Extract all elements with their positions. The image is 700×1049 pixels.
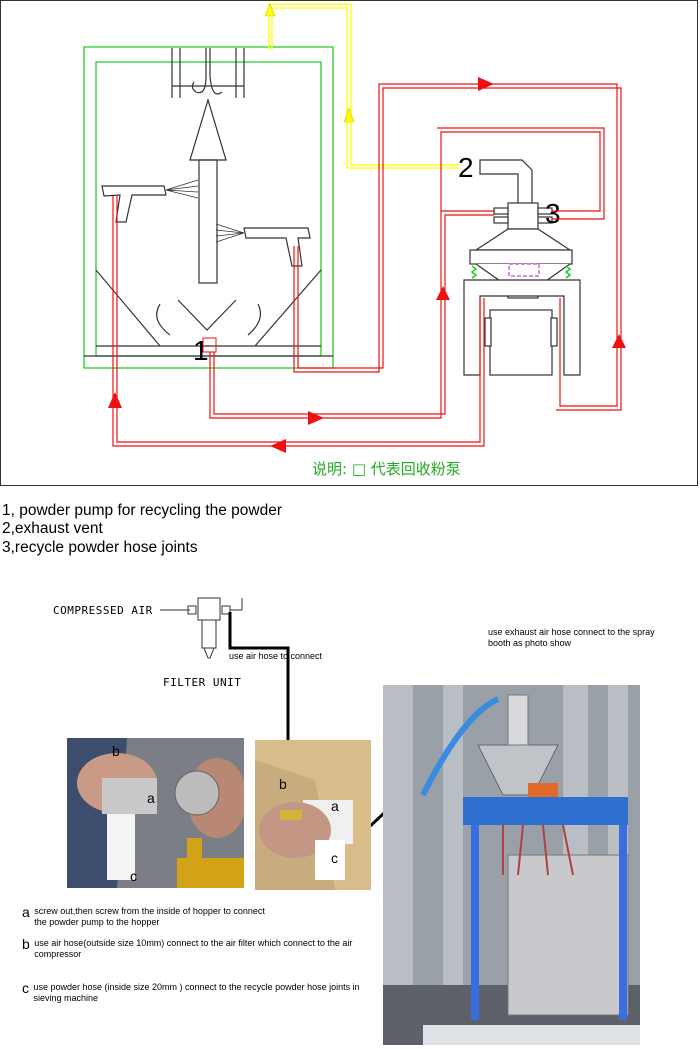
photo1-label-b: b xyxy=(112,743,120,759)
note-c-letter: c xyxy=(22,980,29,996)
photo2-label-c: c xyxy=(331,850,338,866)
photo2-label-b: b xyxy=(279,776,287,792)
filter-unit-label: FILTER UNIT xyxy=(163,676,242,689)
compressed-air-label: COMPRESSED AIR xyxy=(53,604,153,617)
legend-item-3: 3,recycle powder hose joints xyxy=(2,539,198,556)
air-hose-note: use air hose to connect xyxy=(229,651,323,661)
powder-recycle-lines xyxy=(112,83,622,447)
recycling-system-diagram: 1 2 3 xyxy=(0,0,698,486)
red-arrows xyxy=(108,77,626,453)
photo1-label-a: a xyxy=(147,790,155,806)
left-spray-gun xyxy=(101,179,199,223)
note-c-text: use powder hose (inside size 20mm ) conn… xyxy=(33,982,360,1003)
legend-item-2: 2,exhaust vent xyxy=(2,520,103,537)
filter-unit-drawing xyxy=(160,597,243,659)
note-b-letter: b xyxy=(22,936,30,952)
label-3: 3 xyxy=(545,198,561,229)
note-b: b use air hose(outside size 10mm) connec… xyxy=(22,936,382,960)
photo-pump-closeup: b a c xyxy=(67,738,244,888)
exhaust-note: use exhaust air hose connect to the spra… xyxy=(488,627,655,648)
booth-internals xyxy=(84,48,333,357)
photo1-label-c: c xyxy=(130,868,137,884)
springs xyxy=(470,265,572,279)
photo-pump-mounting: b a c xyxy=(255,740,371,890)
yellow-arrows xyxy=(264,3,355,123)
note-a: a screw out,then screw from the inside o… xyxy=(22,904,382,928)
note-c: c use powder hose (inside size 20mm ) co… xyxy=(22,980,382,1004)
label-2: 2 xyxy=(458,152,474,183)
legend-note: 说明: □ 代表回收粉泵 xyxy=(312,460,461,478)
photo-sieving-machine xyxy=(383,685,640,1045)
legend-item-1: 1, powder pump for recycling the powder xyxy=(2,502,283,519)
photo2-label-a: a xyxy=(331,798,339,814)
exhaust-air-line xyxy=(268,3,460,169)
note-a-text: screw out,then screw from the inside of … xyxy=(34,906,265,927)
magnet-frame xyxy=(508,263,540,277)
note-a-letter: a xyxy=(22,904,30,920)
note-b-text: use air hose(outside size 10mm) connect … xyxy=(34,938,353,959)
diagram-frame xyxy=(0,0,698,486)
label-1: 1 xyxy=(193,335,209,366)
